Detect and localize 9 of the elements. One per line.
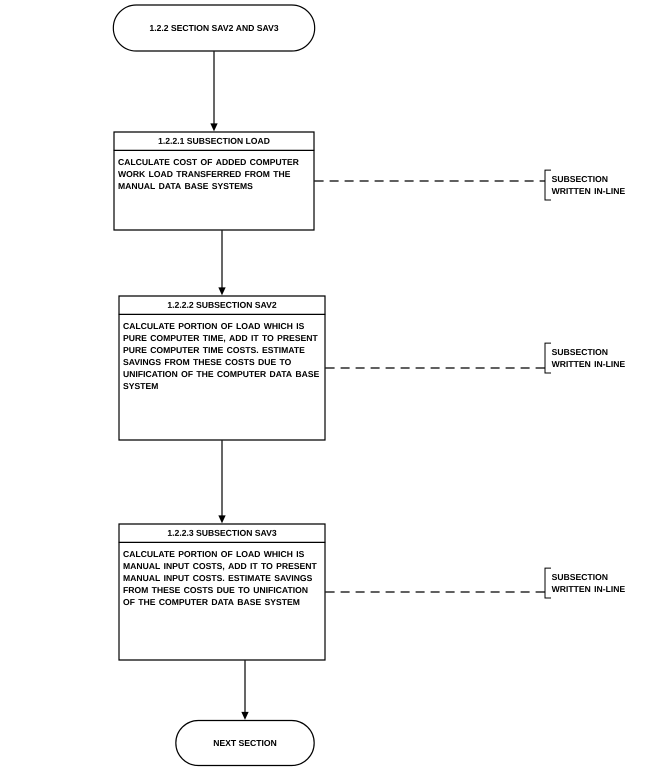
process-box: 1.2.2.2 SUBSECTION SAV2 CALCULATE PORTION OF LOAD WHICH IS PURE COMPUTER TIME, ADD IT TO PRESENT PURE COMPUTER TIME COSTS. ESTIMATE SAVINGS FROM THESE COSTS DUE TO UNIFICATION OF THE COMPUTER DATA BASE SYSTEM	[118, 295, 326, 441]
bracket-note: SUBSECTION WRITTEN IN-LINE	[544, 568, 625, 598]
process-box: 1.2.2.3 SUBSECTION SAV3 CALCULATE PORTION OF LOAD WHICH IS MANUAL INPUT COSTS, ADD IT TO PRESENT MANUAL INPUT COSTS. ESTIMATE SAVINGS FROM THESE COSTS DUE TO UNIFICATION OF THE COMPUTER DATA BASE SYSTEM	[118, 523, 326, 661]
process-box: 1.2.2.1 SUBSECTION LOAD CALCULATE COST OF ADDED COMPUTER WORK LOAD TRANSFERRED FROM THE MANUAL DATA BASE SYSTEMS	[113, 131, 315, 231]
bracket-note: SUBSECTION WRITTEN IN-LINE	[544, 342, 625, 374]
bracket-note: SUBSECTION WRITTEN IN-LINE	[544, 170, 625, 200]
connector-line	[326, 367, 545, 369]
connector-line	[326, 591, 545, 593]
connector-line	[314, 180, 545, 182]
